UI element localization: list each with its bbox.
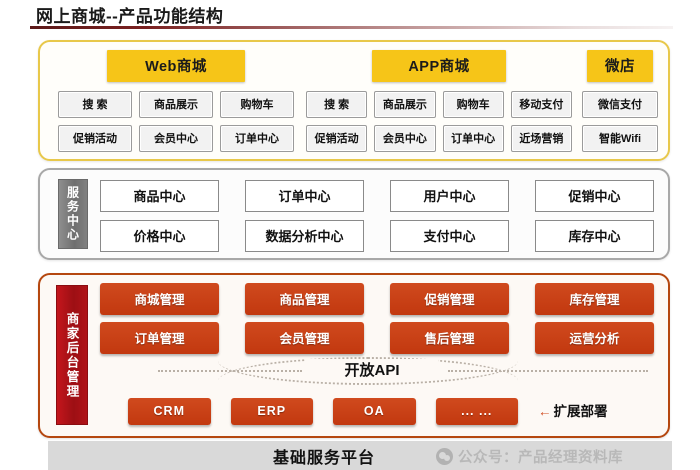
channel-layer-panel: Web商城 搜 索 商品展示 购物车 促销活动 会员中心 订单中心 APP商城 … bbox=[38, 40, 670, 161]
channel-item[interactable]: 搜 索 bbox=[306, 91, 368, 118]
channel-item[interactable]: 智能Wifi bbox=[582, 125, 658, 152]
extension-item-more[interactable]: ... ... bbox=[435, 398, 518, 425]
dotted-line-right-icon bbox=[448, 370, 648, 372]
watermark: 公众号：产品经理资料库 bbox=[436, 446, 623, 467]
channel-item[interactable]: 订单中心 bbox=[442, 125, 504, 152]
service-center-item[interactable]: 商品中心 bbox=[100, 180, 219, 212]
open-api-label: 开放API bbox=[306, 359, 438, 380]
channel-weidian-title: 微店 bbox=[587, 50, 653, 82]
channel-weidian: 微店 微信支付 智能Wifi bbox=[582, 50, 658, 159]
channel-web-row-2: 促销活动 会员中心 订单中心 bbox=[58, 125, 294, 152]
wechat-logo-icon bbox=[436, 448, 453, 465]
base-platform-bar: 基础服务平台 bbox=[48, 441, 672, 470]
channel-item[interactable]: 微信支付 bbox=[582, 91, 658, 118]
channel-item[interactable]: 商品展示 bbox=[139, 91, 213, 118]
service-center-panel: 服务中心 商品中心 订单中心 用户中心 促销中心 价格中心 数据分析中心 支付中… bbox=[38, 168, 670, 260]
merchant-backend-item[interactable]: 订单管理 bbox=[100, 322, 219, 354]
channel-web-row-1: 搜 索 商品展示 购物车 bbox=[58, 91, 294, 118]
watermark-text: 公众号：产品经理资料库 bbox=[458, 450, 623, 466]
merchant-backend-row-1: 商城管理 商品管理 促销管理 库存管理 bbox=[100, 283, 654, 315]
channel-item[interactable]: 会员中心 bbox=[374, 125, 436, 152]
service-center-row-2: 价格中心 数据分析中心 支付中心 库存中心 bbox=[100, 220, 654, 252]
service-center-item[interactable]: 订单中心 bbox=[245, 180, 364, 212]
extension-row: CRM ERP OA ... ... bbox=[128, 398, 518, 425]
merchant-backend-item[interactable]: 商城管理 bbox=[100, 283, 219, 315]
base-platform-label: 基础服务平台 bbox=[272, 449, 375, 467]
channel-weidian-row-2: 智能Wifi bbox=[582, 125, 658, 152]
channel-app: APP商城 搜 索 商品展示 购物车 移动支付 促销活动 会员中心 订单中心 近… bbox=[306, 50, 572, 159]
extension-note-label: 扩展部署 bbox=[553, 404, 608, 419]
dotted-arc-top-icon bbox=[218, 357, 518, 381]
service-center-label: 服务中心 bbox=[58, 179, 88, 249]
channel-item[interactable]: 移动支付 bbox=[510, 91, 572, 118]
service-center-item[interactable]: 价格中心 bbox=[100, 220, 219, 252]
extension-item-oa[interactable]: OA bbox=[333, 398, 416, 425]
merchant-backend-item[interactable]: 商品管理 bbox=[245, 283, 364, 315]
channel-item[interactable]: 购物车 bbox=[442, 91, 504, 118]
merchant-backend-label: 商家后台管理 bbox=[56, 285, 88, 425]
channel-web-title: Web商城 bbox=[107, 50, 245, 82]
channel-item[interactable]: 促销活动 bbox=[306, 125, 368, 152]
channel-item[interactable]: 近场营销 bbox=[510, 125, 572, 152]
service-center-item[interactable]: 用户中心 bbox=[390, 180, 509, 212]
page-title: 网上商城--产品功能结构 bbox=[36, 7, 224, 26]
service-center-item[interactable]: 支付中心 bbox=[390, 220, 509, 252]
channel-web: Web商城 搜 索 商品展示 购物车 促销活动 会员中心 订单中心 bbox=[58, 50, 294, 159]
dotted-arc-bottom-icon bbox=[218, 361, 518, 385]
service-center-row-1: 商品中心 订单中心 用户中心 促销中心 bbox=[100, 180, 654, 212]
channel-app-row-2: 促销活动 会员中心 订单中心 近场营销 bbox=[306, 125, 572, 152]
merchant-backend-item[interactable]: 运营分析 bbox=[535, 322, 654, 354]
extension-item-erp[interactable]: ERP bbox=[230, 398, 313, 425]
extension-item-crm[interactable]: CRM bbox=[128, 398, 211, 425]
channel-item[interactable]: 订单中心 bbox=[220, 125, 294, 152]
merchant-backend-item[interactable]: 会员管理 bbox=[245, 322, 364, 354]
service-center-item[interactable]: 数据分析中心 bbox=[245, 220, 364, 252]
channel-item[interactable]: 搜 索 bbox=[58, 91, 132, 118]
merchant-backend-item[interactable]: 库存管理 bbox=[535, 283, 654, 315]
channel-web-items: 搜 索 商品展示 购物车 促销活动 会员中心 订单中心 bbox=[58, 91, 294, 152]
merchant-backend-grid: 商城管理 商品管理 促销管理 库存管理 订单管理 会员管理 售后管理 运营分析 bbox=[100, 283, 654, 361]
service-center-item[interactable]: 促销中心 bbox=[535, 180, 654, 212]
channel-item[interactable]: 商品展示 bbox=[374, 91, 436, 118]
channel-app-items: 搜 索 商品展示 购物车 移动支付 促销活动 会员中心 订单中心 近场营销 bbox=[306, 91, 572, 152]
channel-app-row-1: 搜 索 商品展示 购物车 移动支付 bbox=[306, 91, 572, 118]
extension-note: ←扩展部署 bbox=[538, 400, 608, 420]
title-divider bbox=[30, 26, 673, 29]
service-center-grid: 商品中心 订单中心 用户中心 促销中心 价格中心 数据分析中心 支付中心 库存中… bbox=[100, 180, 654, 260]
channel-app-title: APP商城 bbox=[372, 50, 506, 82]
channel-item[interactable]: 购物车 bbox=[220, 91, 294, 118]
merchant-backend-item[interactable]: 售后管理 bbox=[390, 322, 509, 354]
channel-weidian-row-1: 微信支付 bbox=[582, 91, 658, 118]
open-api-divider: 开放API bbox=[58, 357, 654, 385]
service-center-item[interactable]: 库存中心 bbox=[535, 220, 654, 252]
merchant-backend-row-2: 订单管理 会员管理 售后管理 运营分析 bbox=[100, 322, 654, 354]
channel-item[interactable]: 促销活动 bbox=[58, 125, 132, 152]
merchant-backend-item[interactable]: 促销管理 bbox=[390, 283, 509, 315]
channel-weidian-items: 微信支付 智能Wifi bbox=[582, 91, 658, 152]
channel-item[interactable]: 会员中心 bbox=[139, 125, 213, 152]
left-arrow-icon: ← bbox=[538, 404, 552, 419]
